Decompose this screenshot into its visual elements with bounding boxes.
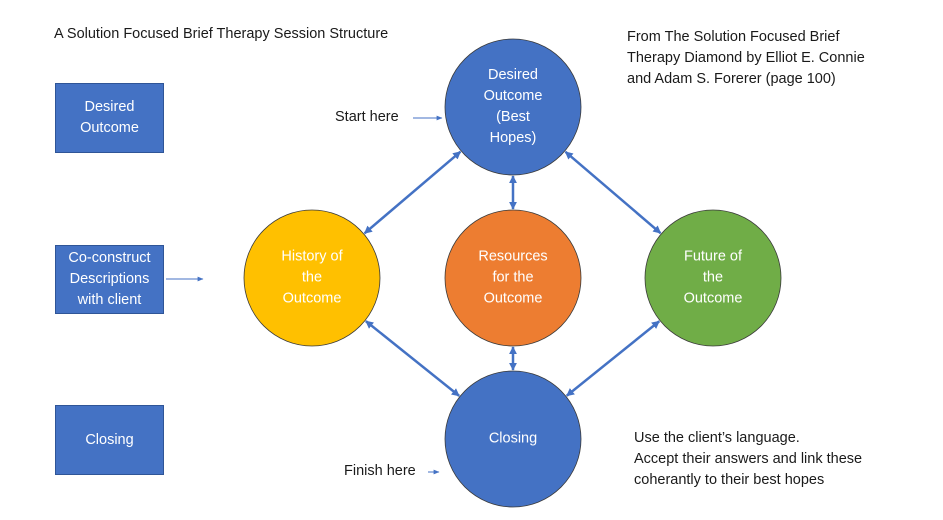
stage-box-co-construct: Co-construct Descriptions with client bbox=[55, 245, 164, 314]
node-label-line: Outcome bbox=[282, 290, 342, 307]
stage-box-text: Co-construct bbox=[68, 250, 151, 266]
finish-here-label: Finish here bbox=[344, 463, 416, 479]
node-label-line: History of bbox=[281, 248, 343, 265]
node-label-line: (Best bbox=[496, 109, 530, 125]
node-closing-circle bbox=[444, 370, 582, 508]
start-here-label: Start here bbox=[335, 109, 399, 125]
edge-future-closing-arrow bbox=[565, 320, 661, 397]
source-note-line: From The Solution Focused Brief bbox=[627, 29, 840, 45]
node-label-line: Future of bbox=[683, 248, 743, 265]
node-label-line: the bbox=[702, 269, 724, 286]
node-history-circle bbox=[243, 209, 381, 347]
guidance-note-line: Use the client’s language. bbox=[634, 430, 800, 446]
node-resources-circle bbox=[444, 209, 582, 347]
node-label-line: Outcome bbox=[683, 290, 743, 307]
node-desired-circle bbox=[444, 38, 582, 176]
stage-box-text: Closing bbox=[85, 431, 134, 448]
source-note: From The Solution Focused Brief Therapy … bbox=[627, 27, 927, 90]
edge-desired-future-arrow bbox=[564, 150, 662, 235]
guidance-note: Use the client’s language. Accept their … bbox=[634, 428, 934, 491]
node-label-line: the bbox=[301, 269, 323, 286]
stage-box-desired-outcome: Desired Outcome bbox=[55, 83, 164, 153]
node-label-line: for the bbox=[492, 269, 534, 286]
node-label-line: Outcome bbox=[483, 290, 543, 307]
edge-history-closing-arrow bbox=[365, 320, 460, 397]
source-note-line: and Adam S. Forerer (page 100) bbox=[627, 71, 836, 87]
edge-desired-history-arrow bbox=[363, 150, 462, 235]
stage-box-text: with client bbox=[77, 292, 142, 308]
stage-box-closing: Closing bbox=[55, 405, 164, 475]
node-label-line: Closing bbox=[488, 430, 538, 447]
stage-box-text: Outcome bbox=[80, 120, 139, 136]
source-note-line: Therapy Diamond by Elliot E. Connie bbox=[627, 50, 865, 66]
stage-box-text: Descriptions bbox=[69, 271, 150, 287]
node-closing-label: Closing bbox=[453, 429, 573, 450]
node-label-line: Desired bbox=[488, 67, 538, 83]
stage-box-text: Desired bbox=[84, 99, 135, 115]
diagram-title: A Solution Focused Brief Therapy Session… bbox=[54, 26, 389, 42]
node-future-circle bbox=[644, 209, 782, 347]
node-label-line: Resources bbox=[478, 248, 548, 265]
node-label-line: Hopes) bbox=[489, 130, 537, 146]
guidance-note-line: Accept their answers and link these bbox=[634, 451, 863, 467]
node-label-line: Outcome bbox=[483, 88, 543, 104]
guidance-note-line: coherantly to their best hopes bbox=[634, 472, 825, 488]
